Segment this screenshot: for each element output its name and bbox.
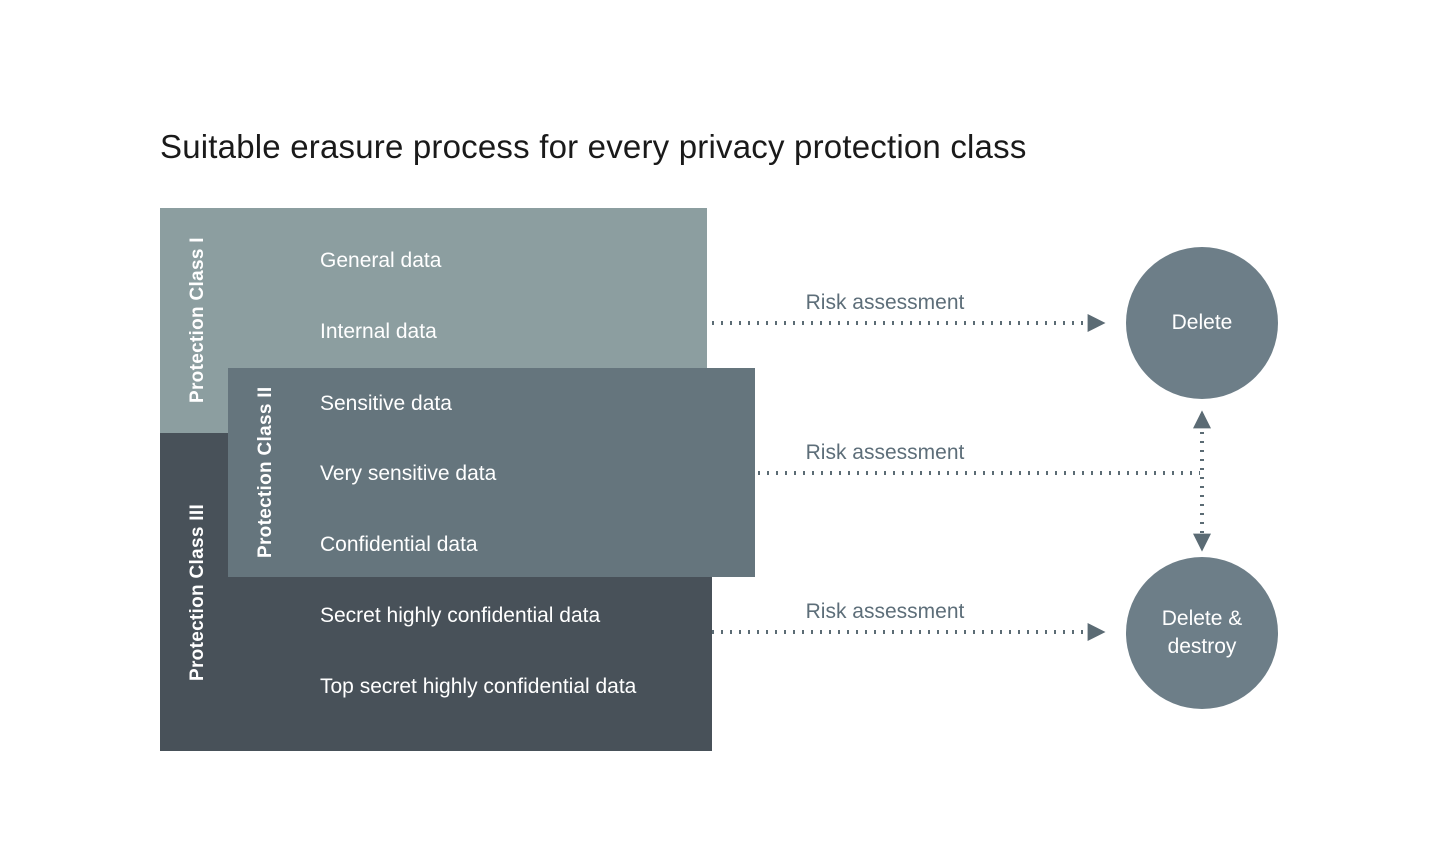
item-internal-data: Internal data: [320, 320, 437, 343]
item-sensitive-data: Sensitive data: [320, 392, 452, 415]
delete-circle: Delete: [1126, 247, 1278, 399]
delete-destroy-line2: destroy: [1167, 635, 1237, 658]
page-title: Suitable erasure process for every priva…: [160, 128, 1027, 165]
protection-class-2-box: [228, 368, 755, 577]
item-top-secret-highly-confidential-data: Top secret highly confidential data: [320, 675, 637, 698]
item-secret-highly-confidential-data: Secret highly confidential data: [320, 604, 601, 627]
item-general-data: General data: [320, 249, 442, 272]
delete-destroy-circle: Delete & destroy: [1126, 557, 1278, 709]
delete-destroy-line1: Delete &: [1161, 607, 1243, 630]
item-very-sensitive-data: Very sensitive data: [320, 462, 497, 485]
risk-assessment-label-3: Risk assessment: [805, 600, 965, 623]
item-confidential-data: Confidential data: [320, 533, 478, 556]
protection-class-2-label: Protection Class II: [255, 386, 276, 559]
protection-class-3-label: Protection Class III: [187, 503, 208, 681]
protection-class-1-label: Protection Class I: [187, 237, 208, 404]
delete-circle-label: Delete: [1171, 311, 1233, 334]
risk-assessment-label-2: Risk assessment: [805, 441, 965, 464]
risk-assessment-label-1: Risk assessment: [805, 291, 965, 314]
